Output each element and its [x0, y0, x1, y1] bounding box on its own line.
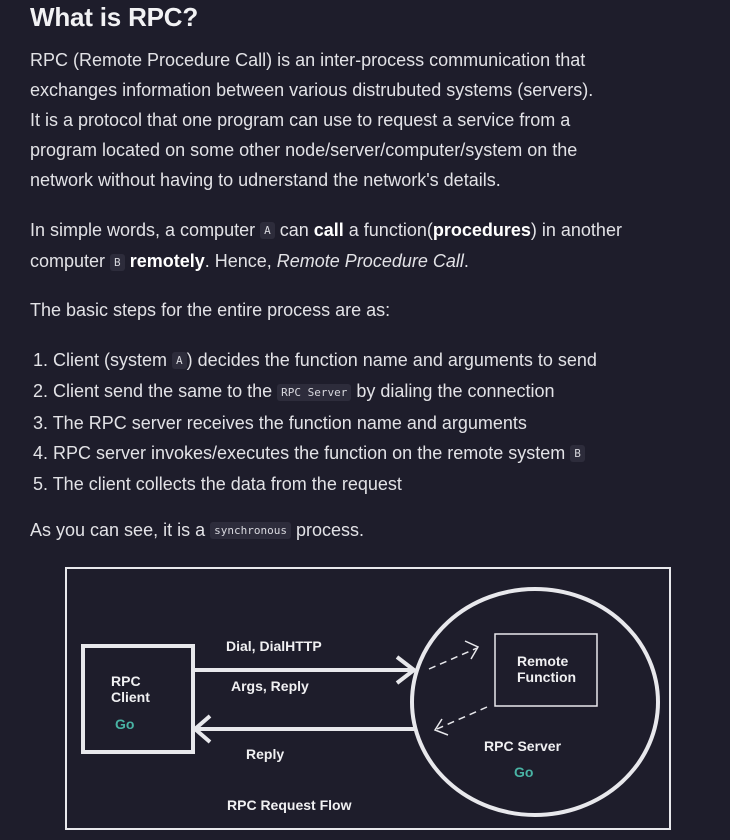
remote-function-label: Remote	[517, 653, 569, 669]
inline-code: A	[172, 352, 187, 370]
intro-line: exchanges information between various di…	[30, 80, 594, 100]
steps-intro: The basic steps for the entire process a…	[30, 300, 391, 320]
inline-code: B	[110, 253, 125, 271]
client-box	[81, 644, 195, 754]
reply-arrow-head	[191, 714, 212, 744]
intro-line: network without having to udnerstand the…	[30, 170, 501, 190]
inline-code: synchronous	[210, 522, 291, 540]
request-arrow-head	[395, 655, 418, 685]
client-label: Client	[111, 689, 150, 705]
intro-paragraph: RPC (Remote Procedure Call) is an inter-…	[30, 45, 593, 195]
rpc-flow-diagram: RPC Client Go Remote Function Dial, Dial…	[65, 567, 671, 830]
list-item: 4. RPC server invokes/executes the funct…	[33, 438, 597, 469]
text-span: can	[274, 220, 314, 240]
bold-text: procedures	[432, 220, 531, 240]
bold-text: remotely	[129, 251, 205, 272]
text-span: 1. Client (system	[33, 350, 173, 370]
text-span: process.	[290, 520, 364, 540]
intro-line: program located on some other node/serve…	[30, 140, 578, 160]
dashed-arrow-head	[433, 718, 449, 736]
client-go-label: Go	[115, 716, 134, 732]
diagram-caption: RPC Request Flow	[227, 797, 352, 813]
rpc-server-label: RPC Server	[484, 738, 562, 754]
intro-line: It is a protocol that one program can us…	[30, 110, 571, 130]
dial-label: Dial, DialHTTP	[226, 638, 322, 654]
text-span: As you can see, it is a	[30, 520, 211, 540]
list-item: 1. Client (system A) decides the functio…	[33, 345, 597, 376]
italic-text: Remote Procedure Call	[276, 251, 464, 272]
sync-paragraph: As you can see, it is a synchronous proc…	[30, 515, 364, 546]
page-title: What is RPC?	[30, 2, 199, 32]
simple-words-paragraph: In simple words, a computer A can call a…	[30, 215, 622, 278]
remote-function-box	[494, 633, 598, 707]
intro-line: RPC (Remote Procedure Call) is an inter-…	[30, 50, 586, 70]
text-span: 4. RPC server invokes/executes the funct…	[33, 442, 571, 463]
text-span: .	[463, 251, 469, 272]
text-span: In simple words, a computer	[30, 220, 261, 240]
inline-code: RPC Server	[277, 383, 352, 401]
text-span: 2. Client send the same to the	[33, 381, 278, 402]
text-span: ) decides the function name and argument…	[186, 350, 597, 370]
text-span: a function(	[343, 220, 433, 240]
diagram-svg: RPC Client Go Remote Function Dial, Dial…	[81, 587, 660, 817]
text-span: computer	[30, 251, 111, 272]
list-item: 3. The RPC server receives the function …	[33, 412, 527, 433]
dashed-arrow-from-function	[436, 706, 488, 730]
remote-function-label: Function	[517, 669, 576, 685]
client-label: RPC	[111, 673, 141, 689]
server-circle	[410, 587, 660, 817]
dashed-arrow-head	[464, 640, 480, 660]
server-go-label: Go	[514, 764, 533, 780]
reply-label: Reply	[246, 746, 284, 762]
steps-list: 1. Client (system A) decides the functio…	[33, 345, 597, 499]
text-span: . Hence,	[204, 251, 277, 272]
inline-code: B	[570, 444, 585, 462]
args-reply-label: Args, Reply	[231, 678, 309, 694]
bold-text: call	[313, 220, 344, 240]
list-item: 5. The client collects the data from the…	[33, 473, 402, 494]
dashed-arrow-to-function	[428, 647, 478, 670]
text-span: ) in another	[530, 220, 622, 240]
inline-code: A	[260, 222, 275, 240]
list-item: 2. Client send the same to the RPC Serve…	[33, 376, 597, 407]
text-span: by dialing the connection	[351, 381, 555, 402]
